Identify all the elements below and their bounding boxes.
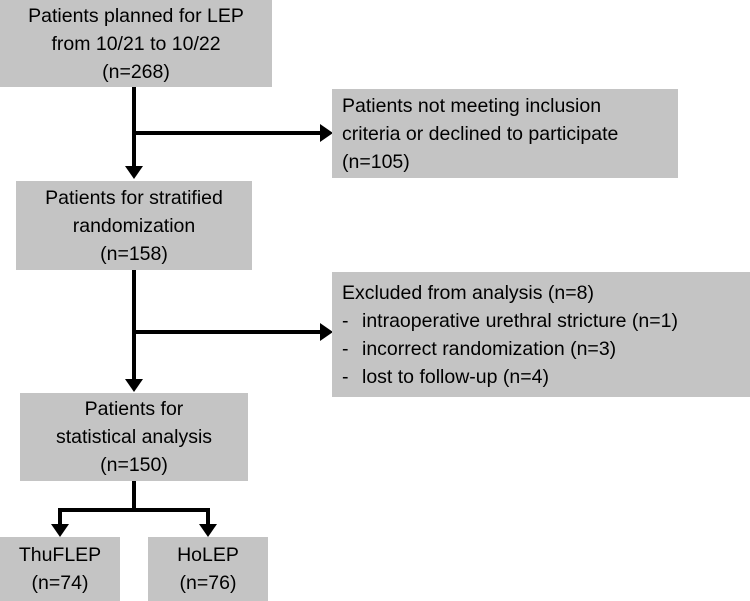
- node-arm-thuflep-label: ThuFLEP: [18, 544, 102, 566]
- connector-randomization-to-analysis: [132, 270, 136, 380]
- node-excluded-analysis-item-1-text: incorrect randomization (n=3): [362, 337, 617, 360]
- node-analysis: Patients for statistical analysis (n=150…: [20, 393, 248, 481]
- connector-enrollment-to-excluded: [132, 131, 322, 135]
- node-randomization-line-1: Patients for stratified: [45, 186, 223, 209]
- node-excluded-enrollment-line-2: criteria or declined to participate: [342, 122, 619, 145]
- node-excluded-analysis-item-2-text: lost to follow-up (n=4): [362, 365, 549, 388]
- connector-randomization-to-excluded-analysis: [132, 330, 322, 334]
- bullet-dash-icon: -: [342, 337, 349, 360]
- node-arm-holep-count: (n=76): [179, 572, 237, 594]
- connector-analysis-stem: [132, 481, 136, 512]
- arrowhead-down-to-randomization: [125, 166, 143, 179]
- node-excluded-enrollment: Patients not meeting inclusion criteria …: [332, 89, 678, 178]
- node-excluded-enrollment-line-1: Patients not meeting inclusion: [342, 94, 602, 117]
- connector-to-arm-right: [206, 508, 210, 530]
- node-excluded-analysis-header: Excluded from analysis (n=8): [342, 281, 594, 304]
- node-excluded-enrollment-count: (n=105): [342, 150, 410, 173]
- node-enrollment-line-2: from 10/21 to 10/22: [51, 32, 221, 55]
- node-excluded-analysis-item-2: - lost to follow-up (n=4): [332, 363, 549, 391]
- bullet-dash-icon: -: [342, 309, 349, 332]
- node-enrollment-line-1: Patients planned for LEP: [28, 4, 244, 27]
- node-excluded-analysis: Excluded from analysis (n=8) - intraoper…: [332, 272, 750, 397]
- node-enrollment-count: (n=268): [102, 60, 170, 83]
- node-arm-holep: HoLEP (n=76): [148, 537, 268, 601]
- node-enrollment: Patients planned for LEP from 10/21 to 1…: [0, 0, 272, 87]
- node-randomization-count: (n=158): [100, 242, 168, 265]
- connector-analysis-split-bar: [58, 508, 210, 512]
- node-analysis-line-1: Patients for: [84, 398, 184, 420]
- node-excluded-analysis-item-0-text: intraoperative urethral stricture (n=1): [362, 309, 678, 332]
- arrowhead-right-to-excluded-enrollment: [320, 124, 333, 142]
- arrowhead-down-to-arm-right: [199, 524, 217, 537]
- arrowhead-down-to-analysis: [125, 379, 143, 392]
- arrowhead-down-to-arm-left: [51, 524, 69, 537]
- node-arm-thuflep: ThuFLEP (n=74): [0, 537, 120, 601]
- node-arm-thuflep-count: (n=74): [31, 572, 89, 594]
- node-excluded-analysis-item-0: - intraoperative urethral stricture (n=1…: [332, 307, 678, 335]
- node-excluded-analysis-item-1: - incorrect randomization (n=3): [332, 335, 616, 363]
- node-arm-holep-label: HoLEP: [177, 544, 239, 566]
- connector-enrollment-to-randomization: [132, 87, 136, 168]
- node-randomization-line-2: randomization: [72, 214, 196, 237]
- arrowhead-right-to-excluded-analysis: [320, 323, 333, 341]
- node-randomization: Patients for stratified randomization (n…: [16, 181, 252, 270]
- connector-to-arm-left: [58, 508, 62, 530]
- bullet-dash-icon: -: [342, 365, 349, 388]
- node-analysis-line-2: statistical analysis: [55, 426, 213, 448]
- node-analysis-count: (n=150): [100, 454, 168, 476]
